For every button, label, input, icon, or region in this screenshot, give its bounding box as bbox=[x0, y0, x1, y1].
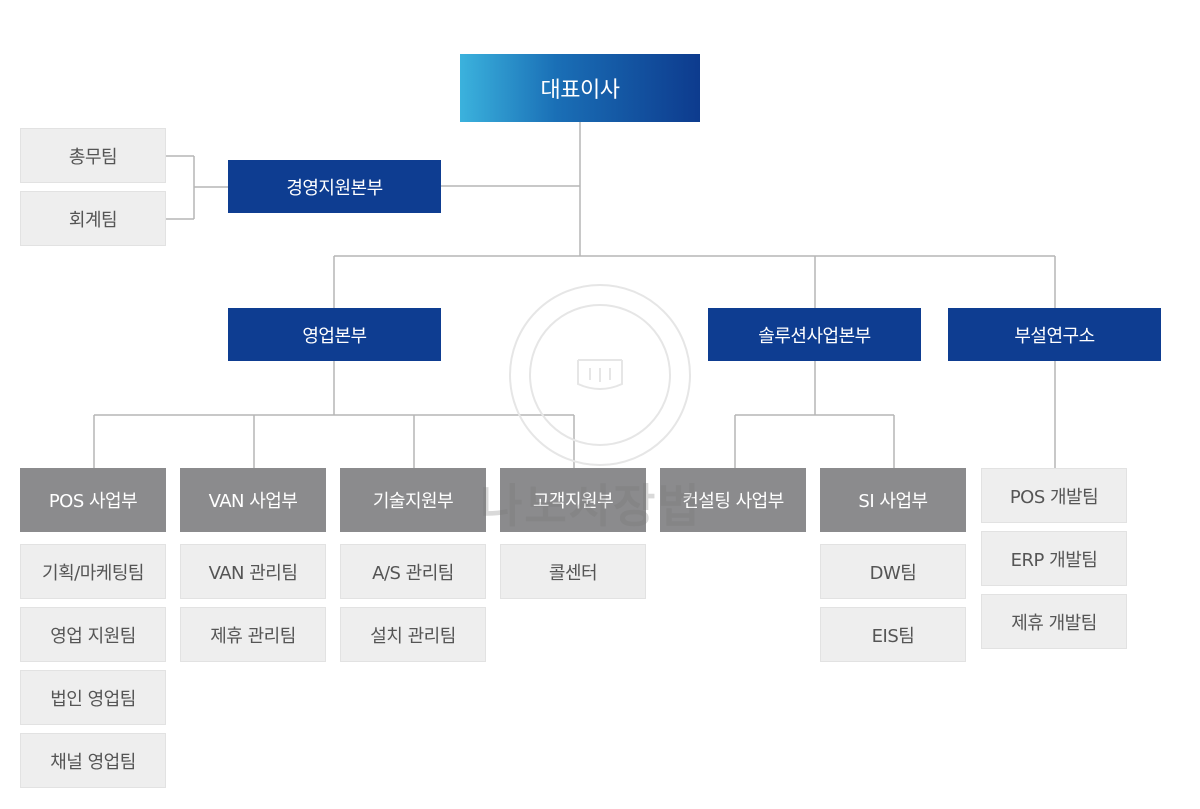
team-box: VAN 관리팀 bbox=[180, 544, 326, 599]
department-label: 기술지원부 bbox=[372, 491, 454, 512]
team-box: 회계팀 bbox=[20, 191, 166, 246]
team-label: DW팀 bbox=[869, 562, 917, 584]
department-box: 기술지원부 bbox=[340, 468, 486, 532]
team-label: 총무팀 bbox=[68, 146, 118, 168]
team-label: 영업 지원팀 bbox=[50, 625, 136, 647]
department-label: 고객지원부 bbox=[532, 491, 614, 512]
team-box: ERP 개발팀 bbox=[981, 531, 1127, 586]
department-label: SI 사업부 bbox=[858, 491, 928, 512]
research-lab-box: 부설연구소 bbox=[948, 308, 1161, 361]
department-label: VAN 사업부 bbox=[208, 491, 298, 512]
team-box: 영업 지원팀 bbox=[20, 607, 166, 662]
department-box: VAN 사업부 bbox=[180, 468, 326, 532]
department-label: POS 사업부 bbox=[48, 491, 138, 512]
division-label: 솔루션사업본부 bbox=[758, 325, 871, 347]
team-box: EIS팀 bbox=[820, 607, 966, 662]
solution-division-box: 솔루션사업본부 bbox=[708, 308, 921, 361]
management-division-label: 경영지원본부 bbox=[286, 177, 383, 199]
team-label: 기획/마케팅팀 bbox=[42, 562, 144, 584]
team-label: 콜센터 bbox=[548, 562, 598, 584]
team-label: 법인 영업팀 bbox=[50, 688, 136, 710]
team-label: 채널 영업팀 bbox=[50, 751, 136, 773]
team-label: A/S 관리팀 bbox=[372, 562, 454, 584]
team-label: 제휴 관리팀 bbox=[210, 625, 296, 647]
sales-division-box: 영업본부 bbox=[228, 308, 441, 361]
team-label: 제휴 개발팀 bbox=[1011, 612, 1097, 634]
team-label: POS 개발팀 bbox=[1009, 486, 1099, 508]
division-label: 영업본부 bbox=[302, 325, 367, 347]
department-box: 컨설팅 사업부 bbox=[660, 468, 806, 532]
department-box: POS 사업부 bbox=[20, 468, 166, 532]
watermark-seal-icon bbox=[509, 284, 691, 466]
watermark-text: 나노시장법 bbox=[480, 479, 702, 533]
team-box: 기획/마케팅팀 bbox=[20, 544, 166, 599]
department-label: 컨설팅 사업부 bbox=[682, 491, 784, 512]
team-box: 총무팀 bbox=[20, 128, 166, 183]
team-label: 회계팀 bbox=[68, 209, 118, 231]
team-box: 제휴 개발팀 bbox=[981, 594, 1127, 649]
team-label: 설치 관리팀 bbox=[370, 625, 456, 647]
team-label: VAN 관리팀 bbox=[208, 562, 298, 584]
division-label: 부설연구소 bbox=[1014, 325, 1095, 347]
team-box: 채널 영업팀 bbox=[20, 733, 166, 788]
team-label: ERP 개발팀 bbox=[1010, 549, 1098, 571]
team-box: 콜센터 bbox=[500, 544, 646, 599]
ceo-label: 대표이사 bbox=[540, 78, 620, 103]
department-box: SI 사업부 bbox=[820, 468, 966, 532]
team-box: 법인 영업팀 bbox=[20, 670, 166, 725]
management-division-box: 경영지원본부 bbox=[228, 160, 441, 213]
team-box: A/S 관리팀 bbox=[340, 544, 486, 599]
team-box: DW팀 bbox=[820, 544, 966, 599]
team-box: 설치 관리팀 bbox=[340, 607, 486, 662]
team-box: 제휴 관리팀 bbox=[180, 607, 326, 662]
ceo-box: 대표이사 bbox=[460, 54, 700, 122]
department-box: 고객지원부 bbox=[500, 468, 646, 532]
team-label: EIS팀 bbox=[871, 625, 915, 647]
team-box: POS 개발팀 bbox=[981, 468, 1127, 523]
